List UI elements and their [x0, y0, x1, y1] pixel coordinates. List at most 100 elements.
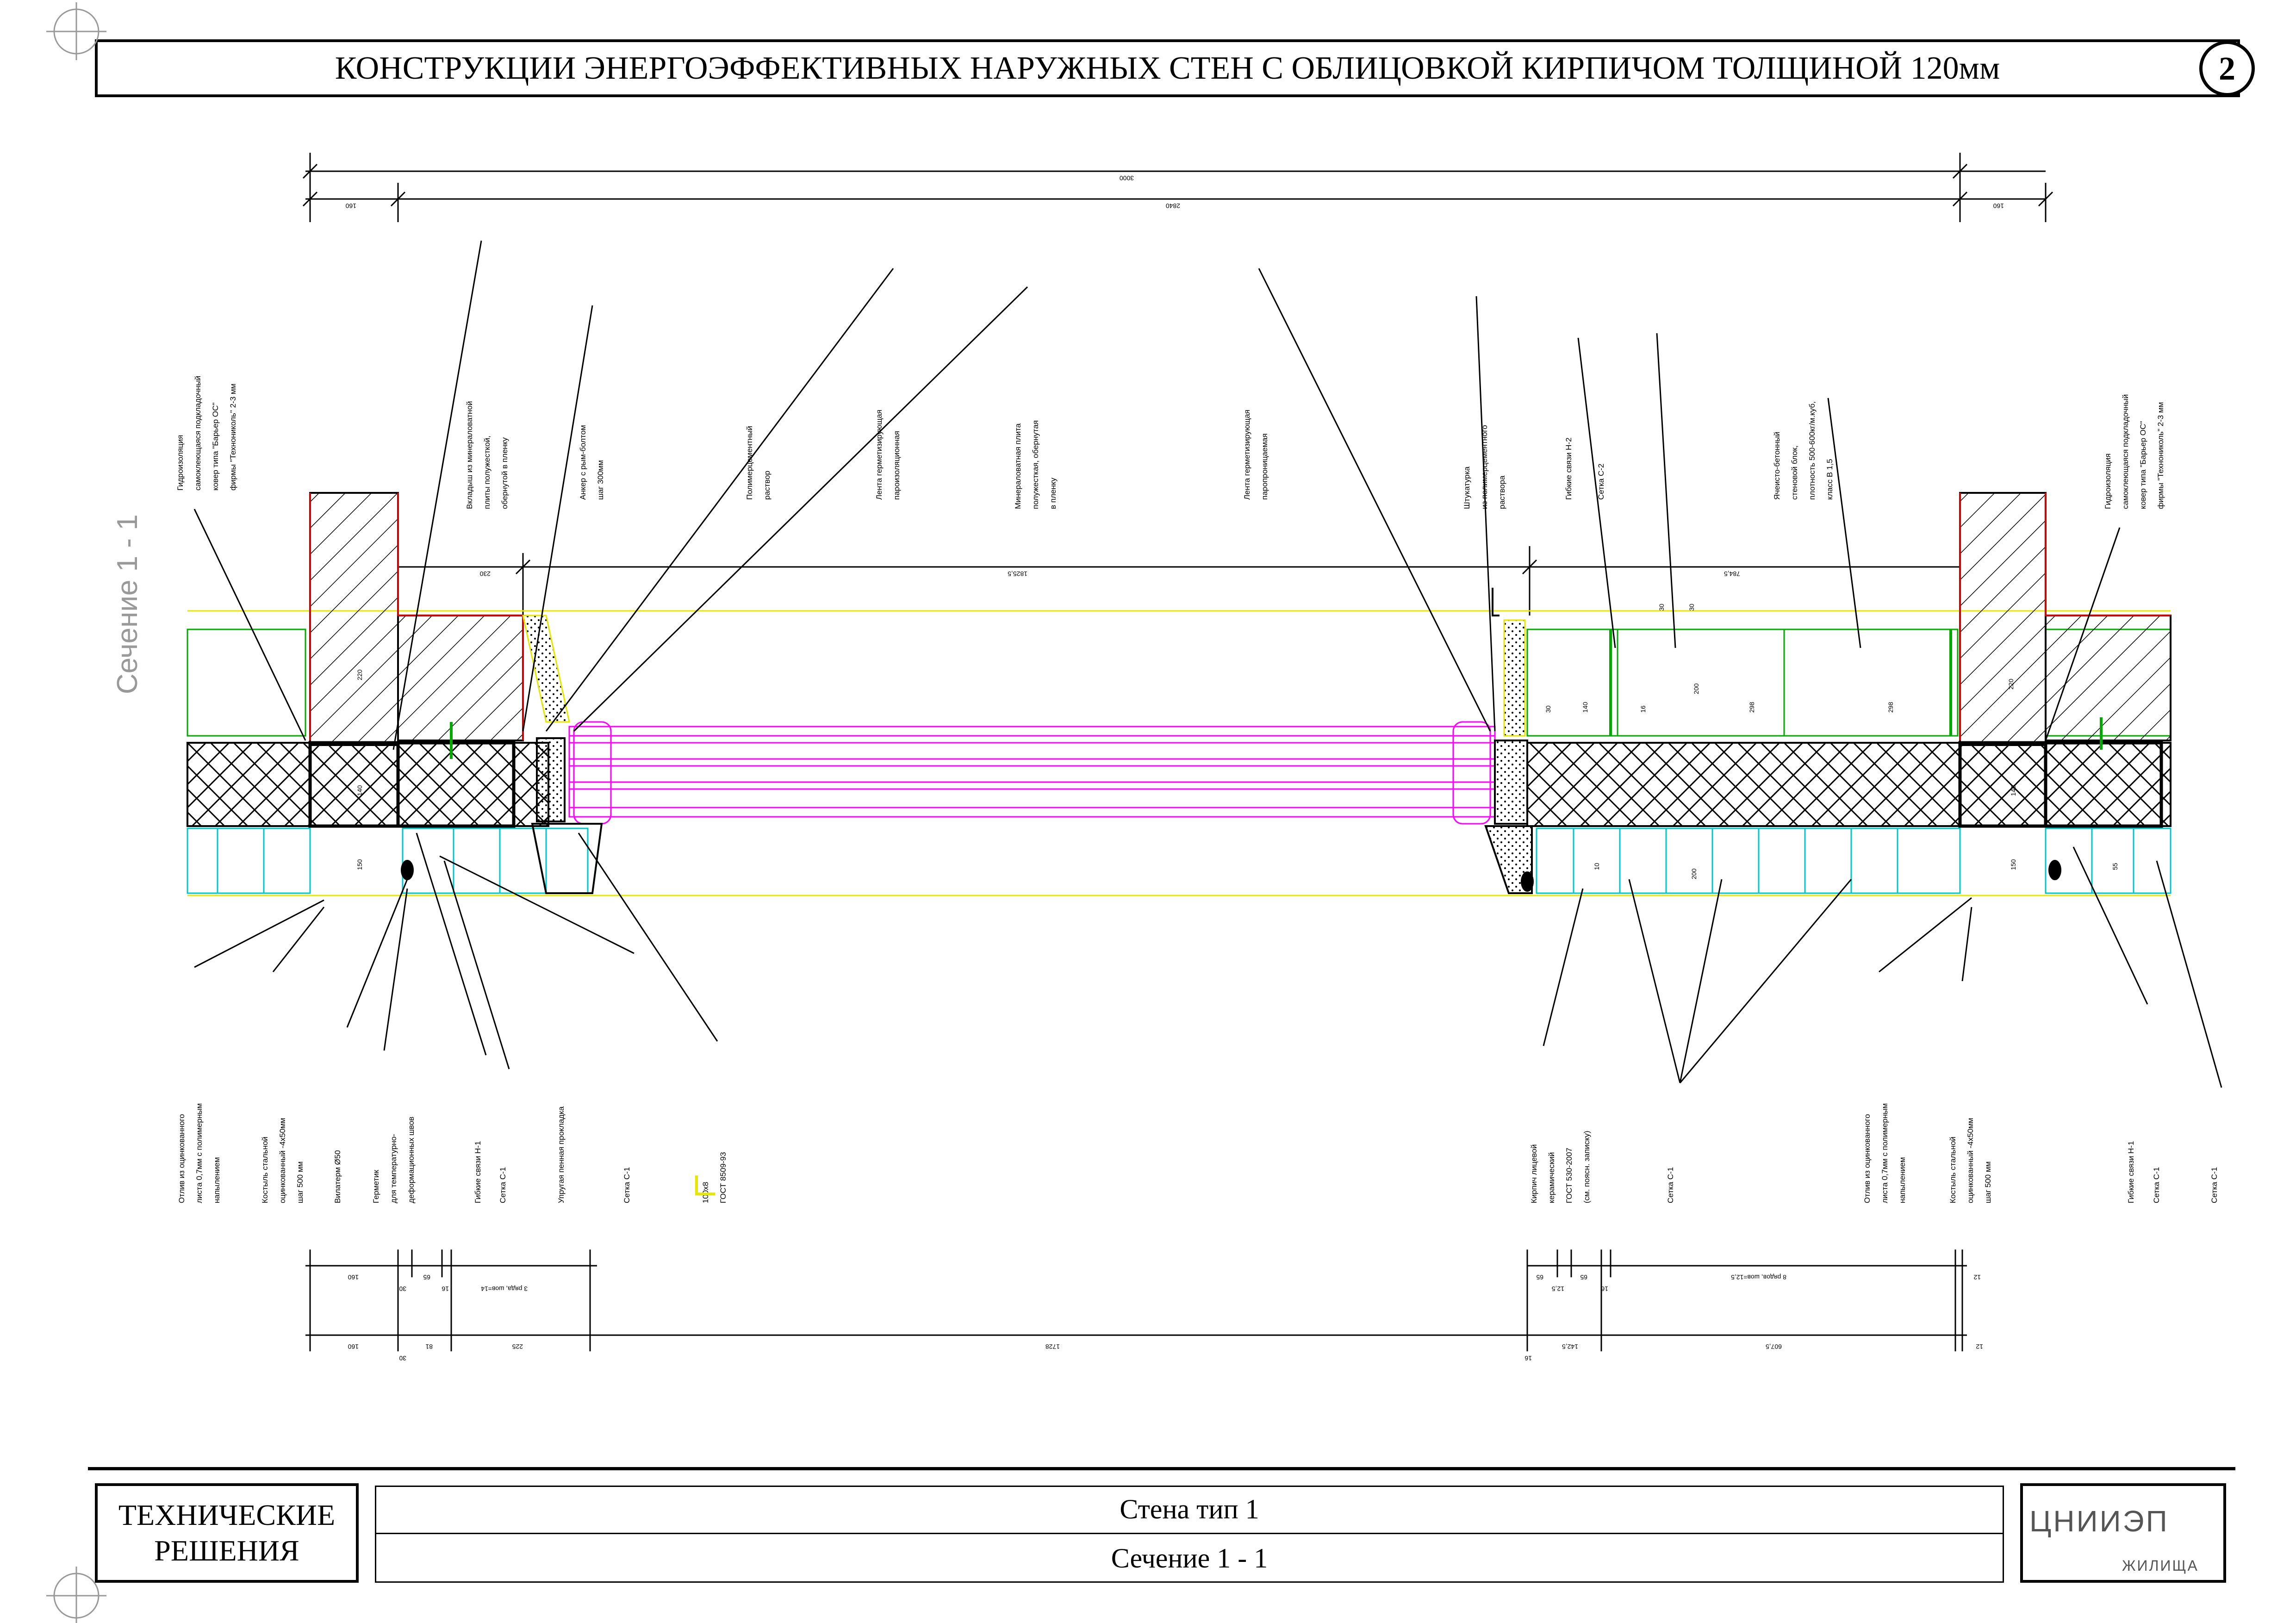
- anno-bot-13-l3: шаг 500 мм: [1984, 1162, 1992, 1203]
- sheet-title: КОНСТРУКЦИИ ЭНЕРГОЭФФЕКТИВНЫХ НАРУЖНЫХ С…: [335, 50, 2000, 86]
- wd-14: 10: [1593, 863, 1600, 870]
- anno-bot-2-l2: оцинкованный -4х50мм: [278, 1118, 287, 1203]
- anno-bot-10-l3: ГОСТ 530-2007: [1565, 1148, 1574, 1203]
- titleblock-org-box: [2020, 1483, 2226, 1583]
- anno-bot-12-l1: Отлив из оцинкованного: [1863, 1114, 1872, 1203]
- anno-top-2-l2: плиты полужесткой,: [483, 435, 492, 509]
- dim-top-total: 3000: [1120, 174, 1134, 182]
- anno-bot-4-l1: Герметик: [372, 1169, 380, 1203]
- insulation-layer: [187, 741, 2172, 828]
- svg-text:Сетка С-1: Сетка С-1: [622, 1167, 631, 1203]
- bottom-annotations: Отлив из оцинкованного листа 0,7мм с пол…: [177, 1103, 2219, 1203]
- anno-top-12-l2: самоклеющаяся подкладочный: [2121, 394, 2130, 509]
- upper-dimension-chain: [398, 546, 1960, 616]
- svg-text:Сетка С-1: Сетка С-1: [1666, 1167, 1675, 1203]
- aerated-block-row: [187, 628, 2172, 737]
- anno-top-1-l3: ковер типа "Барьер ОС": [211, 403, 220, 491]
- svg-text:Гидроизоляция самоклеюща: Гидроизоляция самоклеющаяся подкладочный…: [2103, 392, 2165, 509]
- anno-bot-16-l1: Сетка С-1: [2210, 1167, 2219, 1203]
- wd-8: 298: [1887, 702, 1894, 713]
- anno-bot-12-l2: листа 0,7мм с полимерным: [1880, 1103, 1889, 1203]
- dim-b1-10: 12: [1973, 1274, 1981, 1281]
- dim-top-right: 160: [1993, 202, 2004, 210]
- anno-bot-1-l3: напылением: [212, 1157, 221, 1203]
- vilaterm-rods: [401, 860, 2061, 892]
- sheet-number: 2: [2199, 41, 2255, 96]
- top-leaders: [193, 240, 2121, 750]
- anno-top-2-l1: Вкладыш из минераловатной: [465, 401, 474, 509]
- anno-bot-8-l1: Сетка С-1: [622, 1167, 631, 1203]
- svg-text:Анкер с рым-болтом шаг 3: Анкер с рым-болтом шаг 300мм: [579, 423, 605, 500]
- anno-bot-10-l2: керамический: [1547, 1152, 1556, 1203]
- wd-0: 220: [356, 669, 363, 680]
- anno-bot-13-l2: оцинкованный -4х50мм: [1966, 1118, 1975, 1203]
- dim-top-middle: 2840: [1166, 202, 1180, 210]
- dim-upper-right: 784,5: [1724, 570, 1740, 578]
- svg-text:Костыль стальной оцинков: Костыль стальной оцинкованный -4х50мм ша…: [261, 1116, 305, 1203]
- anno-top-7-l1: Лента герметизирующая: [1243, 410, 1251, 500]
- wd-1: 140: [356, 785, 363, 796]
- anno-top-11-l4: класс В 1,5: [1825, 459, 1834, 500]
- anno-top-5-l1: Лента герметизирующая: [875, 410, 884, 500]
- anno-bot-14-l1: Гибкие связи Н-1: [2127, 1141, 2135, 1203]
- svg-text:Лента герметизирующая па: Лента герметизирующая паропроницаемая: [1243, 407, 1269, 500]
- dim-b1-9: 8 рядов, шов=12,5: [1731, 1274, 1786, 1281]
- wd-12: 220: [2007, 678, 2015, 690]
- anno-top-4-l2: раствор: [763, 471, 772, 500]
- anno-top-11-l3: плотность 500-600кг/м.куб,: [1808, 401, 1817, 500]
- anno-top-5-l2: пароизоляционная: [892, 431, 901, 500]
- anno-bot-1-l2: листа 0,7мм с полимерным: [195, 1103, 204, 1203]
- anno-top-1-l1: Гидроизоляция: [176, 435, 185, 491]
- anno-bot-9-l2: ГОСТ 8509-93: [719, 1152, 728, 1203]
- titleblock-left-line1: ТЕХНИЧЕСКИЕ: [118, 1498, 336, 1531]
- anno-top-11-l2: стеновой блок,: [1790, 445, 1799, 500]
- svg-text:Полимерцементный раствор: Полимерцементный раствор: [745, 424, 772, 500]
- titleblock-top-rule: [88, 1467, 2235, 1470]
- dim-b2-8: 12: [1976, 1343, 1983, 1350]
- titleblock-center-line1: Стена тип 1: [1120, 1493, 1259, 1524]
- dim-b2-3: 225: [512, 1343, 523, 1350]
- svg-text:Ячеисто-бетонный стеново: Ячеисто-бетонный стеновой блок, плотност…: [1773, 399, 1834, 500]
- anno-bot-12-l3: напылением: [1898, 1157, 1907, 1203]
- anno-bot-2-l1: Костыль стальной: [261, 1137, 269, 1203]
- wd-13: 55: [2111, 863, 2119, 870]
- anno-bot-9-l1: 100х8: [701, 1182, 710, 1203]
- dim-b1-7: 65: [1580, 1274, 1587, 1281]
- dim-b1-5: 65: [1536, 1274, 1543, 1281]
- anno-bot-4-l2: для температурно-: [389, 1134, 398, 1203]
- anno-top-8-l2: из полимерцементного: [1480, 425, 1489, 509]
- dim-b1-8: 16: [1601, 1285, 1608, 1293]
- wd-2: 150: [356, 859, 363, 870]
- anno-bot-10-l4: (см. поясн. записку): [1582, 1131, 1591, 1203]
- top-annotations: Гидроизоляция самоклеющаяся подкладочный…: [176, 376, 2165, 509]
- svg-text:Кирпич лицевой керамичес: Кирпич лицевой керамический ГОСТ 530-200…: [1530, 1131, 1591, 1203]
- anno-bot-10-l1: Кирпич лицевой: [1530, 1144, 1538, 1203]
- corner-marks: [46, 2, 106, 1623]
- anno-top-10-l1: Сетка С-2: [1597, 464, 1605, 500]
- svg-text:Сетка С-1: Сетка С-1: [2210, 1167, 2219, 1203]
- wd-4: 30: [1688, 603, 1695, 611]
- anno-bot-1-l1: Отлив из оцинкованного: [177, 1114, 186, 1203]
- bottom-dimension-chains: [305, 1250, 1967, 1351]
- anno-top-11-l1: Ячеисто-бетонный: [1773, 432, 1781, 500]
- anno-top-3-l2: шаг 300мм: [596, 460, 605, 500]
- wd-5: 200: [1692, 683, 1700, 694]
- anno-top-4-l1: Полимерцементный: [745, 426, 754, 500]
- anno-top-2-l3: обернутой в пленку: [500, 437, 509, 509]
- green-markers: [450, 629, 2103, 759]
- svg-text:Сетка С-1: Сетка С-1: [498, 1167, 507, 1203]
- wd-9: 140: [2010, 785, 2017, 796]
- dim-top-left: 160: [345, 202, 356, 210]
- left-concrete-column: [309, 492, 524, 746]
- dim-b2-2: 81: [425, 1343, 433, 1350]
- dim-b2-1: 30: [399, 1355, 406, 1362]
- anno-top-6-l3: в пленку: [1049, 478, 1058, 509]
- wall-dimension-labels: 220 140 150 30 30 200 16 298 298 140 30 …: [356, 603, 2119, 879]
- window-frame: [568, 721, 1496, 825]
- anno-bot-11-l1: Сетка С-1: [1666, 1167, 1675, 1203]
- svg-text:Сетка С-2: Сетка С-2: [1597, 464, 1605, 500]
- right-concrete-column: [1959, 492, 2172, 746]
- wd-10: 30: [1544, 705, 1552, 713]
- svg-text:Герметик для температурн: Герметик для температурно- деформационны…: [372, 1117, 416, 1203]
